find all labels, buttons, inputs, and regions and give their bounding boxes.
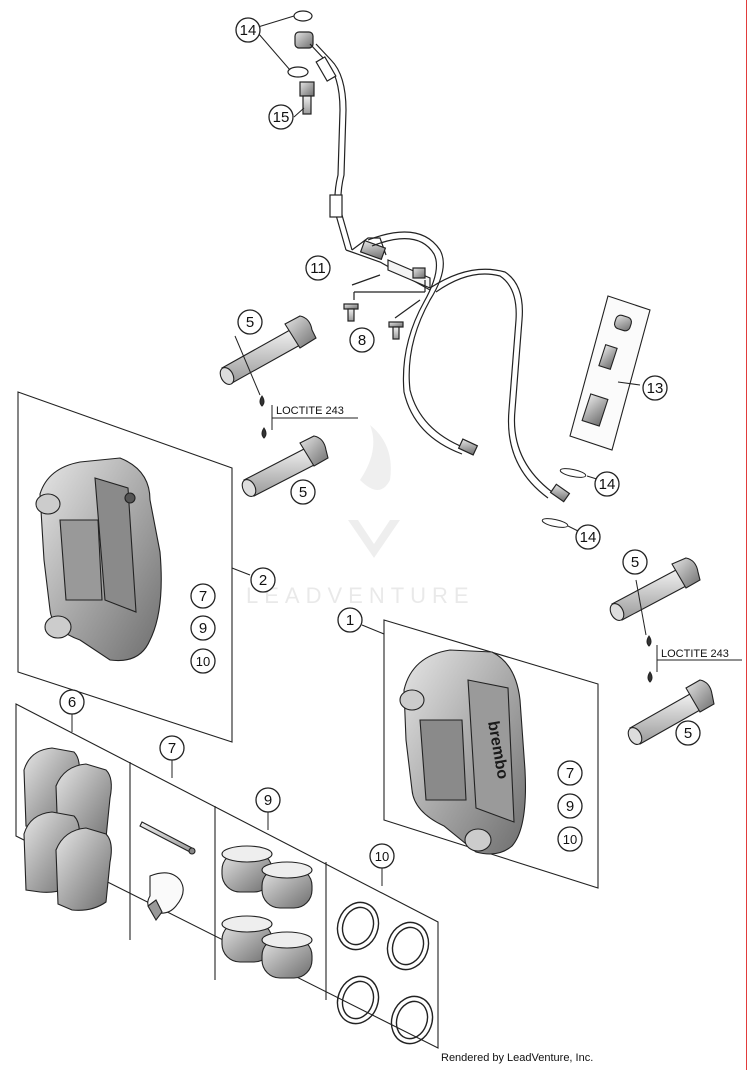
piston-2 — [261, 861, 313, 909]
guide-pin-upper-right — [609, 557, 701, 621]
guide-pin-top-left — [219, 315, 317, 385]
brake-hose-assembly — [287, 10, 571, 503]
callout-9-kit: 9 — [255, 787, 281, 813]
caliper-left-panel — [17, 391, 251, 743]
svg-text:1: 1 — [346, 612, 354, 629]
callout-14-right-lower: 14 — [575, 524, 601, 550]
svg-text:10: 10 — [563, 832, 577, 847]
svg-text:7: 7 — [199, 588, 207, 605]
callout-5-mid-left: 5 — [290, 479, 316, 505]
callout-7-kit: 7 — [159, 735, 185, 761]
bleeder-kit — [569, 295, 651, 451]
svg-text:15: 15 — [273, 109, 290, 126]
callout-10-kit: 10 — [369, 843, 395, 869]
render-credit: Rendered by LeadVenture, Inc. — [441, 1052, 594, 1064]
callout-9-caliper-left: 9 — [190, 615, 216, 641]
hose-branch-right-b — [435, 273, 549, 499]
brake-pads-kit — [23, 747, 112, 911]
svg-text:11: 11 — [310, 260, 326, 277]
svg-text:10: 10 — [196, 654, 210, 669]
callout-14-right-upper: 14 — [594, 471, 620, 497]
svg-text:14: 14 — [580, 529, 597, 546]
svg-text:14: 14 — [599, 476, 616, 493]
seal-3 — [336, 975, 380, 1025]
callout-8: 8 — [349, 327, 375, 353]
washer-pair-right — [541, 468, 601, 533]
svg-text:9: 9 — [199, 620, 207, 637]
callout-7-caliper-left: 7 — [190, 583, 216, 609]
seal-2 — [386, 921, 430, 971]
svg-text:2: 2 — [259, 572, 267, 589]
svg-text:5: 5 — [246, 314, 254, 331]
caliper-right-panel — [361, 619, 599, 889]
svg-text:5: 5 — [631, 554, 639, 571]
callout-15: 15 — [268, 104, 294, 130]
seal-1 — [336, 901, 380, 951]
hose-branch-left-a — [367, 231, 466, 449]
svg-text:9: 9 — [264, 792, 272, 809]
callout-9-caliper-right: 9 — [557, 793, 583, 819]
svg-text:5: 5 — [684, 725, 692, 742]
callout-7-caliper-right: 7 — [557, 760, 583, 786]
callout-10-caliper-right: 10 — [557, 826, 583, 852]
svg-text:10: 10 — [375, 849, 389, 864]
callout-13: 13 — [642, 375, 668, 401]
svg-text:9: 9 — [566, 798, 574, 815]
svg-text:6: 6 — [68, 694, 76, 711]
svg-text:8: 8 — [358, 332, 366, 349]
loctite-markers — [234, 335, 742, 683]
svg-text:13: 13 — [647, 380, 664, 397]
piston-4 — [261, 931, 313, 979]
watermark-text: LEADVENTURE — [246, 583, 475, 608]
caliper-left-body — [35, 457, 162, 662]
pin-spring-kit — [139, 821, 196, 921]
washer-lower — [287, 66, 309, 78]
callout-5-upper-right: 5 — [622, 549, 648, 575]
callout-11: 11 — [305, 255, 331, 281]
loctite-label-left: LOCTITE 243 — [276, 405, 344, 417]
washer-top — [293, 10, 313, 22]
callout-14-top: 14 — [235, 17, 261, 43]
seal-4 — [390, 995, 434, 1045]
hose-branch-left-b — [371, 238, 463, 455]
svg-text:7: 7 — [566, 765, 574, 782]
callout-5-top-left: 5 — [237, 309, 263, 335]
loctite-label-right: LOCTITE 243 — [661, 648, 729, 660]
piston-3 — [221, 915, 273, 963]
banjo-bolt — [299, 81, 315, 115]
bracket-screw-right — [388, 321, 404, 340]
callout-2: 2 — [250, 567, 276, 593]
callout-1: 1 — [337, 607, 363, 633]
banjo-fitting — [294, 31, 314, 49]
watermark-logo: LEADVENTURE — [246, 425, 475, 608]
seals-kit — [336, 901, 434, 1045]
caliper-right-body — [399, 649, 526, 855]
pistons-kit — [221, 845, 313, 979]
piston-1 — [221, 845, 273, 893]
svg-text:14: 14 — [240, 22, 257, 39]
svg-text:7: 7 — [168, 740, 176, 757]
hose-branch-right-a — [429, 268, 553, 493]
callout-5-lower-right: 5 — [675, 720, 701, 746]
guide-pin-mid-left — [241, 435, 329, 497]
svg-text:5: 5 — [299, 484, 307, 501]
callout-6: 6 — [59, 689, 85, 715]
bracket-screw-left — [343, 303, 359, 322]
page-edge-line — [746, 0, 747, 1070]
guide-pin-lower-right — [627, 679, 715, 745]
callout-10-caliper-left: 10 — [190, 648, 216, 674]
